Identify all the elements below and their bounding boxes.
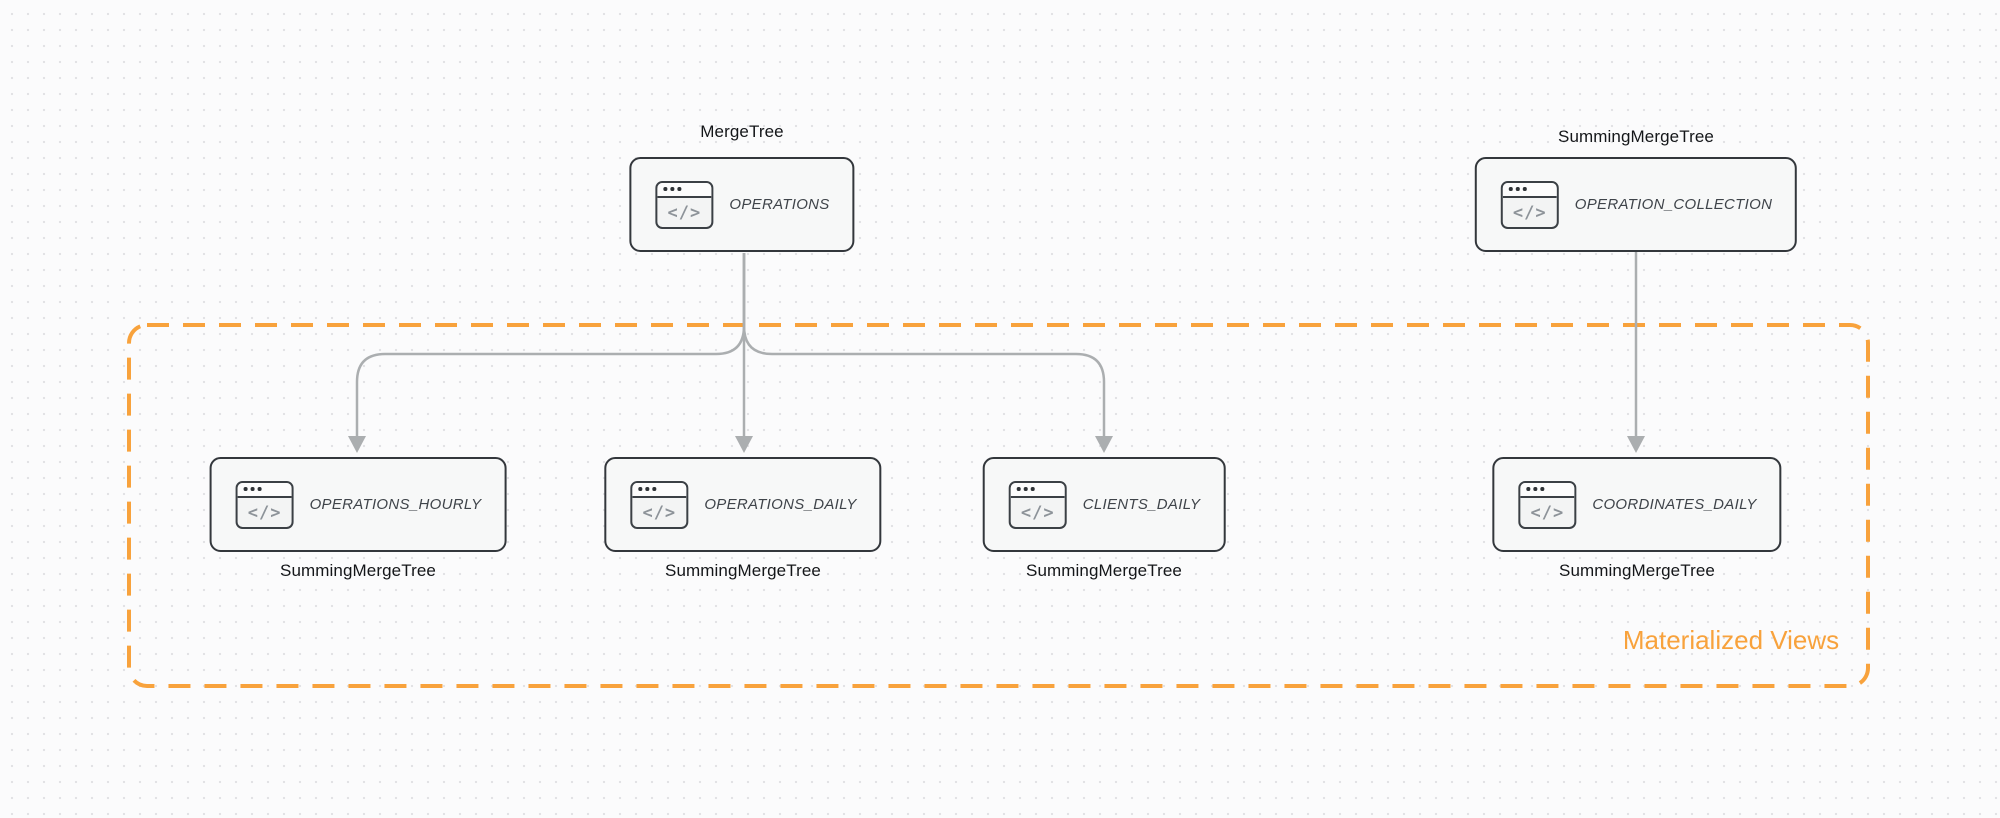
window-dot (670, 187, 674, 191)
window-dot (645, 487, 649, 491)
code-window-icon: </> (630, 480, 689, 529)
engine-label-coordinates-daily: SummingMergeTree (1559, 561, 1715, 580)
code-window-icon: </> (235, 480, 294, 529)
node-clients-daily[interactable]: </> CLIENTS_DAILY (982, 457, 1226, 552)
materialized-views-caption: Materialized Views (1622, 625, 1840, 655)
code-glyph: </> (1020, 503, 1055, 523)
window-dot (1016, 487, 1021, 491)
engine-label-clients-daily: SummingMergeTree (1026, 561, 1182, 580)
window-dot (1526, 487, 1530, 491)
code-window-icon: </> (1500, 180, 1559, 229)
window-dot (1030, 487, 1035, 491)
code-window-icon: </> (1008, 480, 1067, 529)
code-glyph: </> (642, 503, 677, 523)
window-dot (1522, 187, 1527, 191)
window-dot (1508, 187, 1513, 191)
window-dot (1515, 187, 1520, 191)
code-glyph: </> (667, 203, 702, 223)
engine-label-operations-daily: SummingMergeTree (665, 561, 821, 580)
node-operation-collection[interactable]: </> OPERATION_COLLECTION (1474, 157, 1798, 252)
window-bar (1010, 482, 1065, 498)
node-operations-hourly[interactable]: </> OPERATIONS_HOURLY (209, 457, 507, 552)
window-bar (657, 182, 712, 198)
window-bar (1520, 482, 1575, 498)
code-window-icon: </> (1518, 480, 1577, 529)
window-dot (1533, 487, 1537, 491)
window-dot (1540, 487, 1544, 491)
window-dot (1023, 487, 1028, 491)
arrow-operations-to-operations-hourly (355, 253, 746, 437)
window-bar (237, 482, 292, 498)
node-title: COORDINATES_DAILY (1592, 496, 1757, 513)
window-dot (652, 487, 656, 491)
engine-label-operation-collection: SummingMergeTree (1558, 127, 1714, 146)
window-bar (632, 482, 687, 498)
window-dot (677, 187, 681, 191)
window-bar (1502, 182, 1557, 198)
arrowhead-operations-hourly (348, 436, 366, 453)
code-glyph: </> (1512, 203, 1547, 223)
node-operations-daily[interactable]: </> OPERATIONS_DAILY (604, 457, 882, 552)
engine-label-operations: MergeTree (700, 122, 784, 141)
window-dot (243, 487, 248, 491)
code-glyph: </> (247, 503, 282, 523)
window-dot (663, 187, 667, 191)
node-title: OPERATION_COLLECTION (1574, 196, 1773, 213)
arrowhead-coordinates-daily (1627, 436, 1645, 453)
arrowhead-clients-daily (1095, 436, 1113, 453)
node-title: OPERATIONS (729, 196, 830, 213)
code-window-icon: </> (655, 180, 714, 229)
window-dot (250, 487, 255, 491)
code-glyph: </> (1530, 503, 1565, 523)
arrowhead-operations-daily (735, 436, 753, 453)
materialized-views-group-boundary (127, 323, 1870, 688)
node-title: OPERATIONS_DAILY (704, 496, 857, 513)
node-coordinates-daily[interactable]: </> COORDINATES_DAILY (1492, 457, 1782, 552)
node-title: CLIENTS_DAILY (1082, 496, 1201, 513)
arrow-operations-to-clients-daily (742, 253, 1106, 437)
node-operations[interactable]: </> OPERATIONS (629, 157, 855, 252)
window-dot (638, 487, 642, 491)
window-dot (257, 487, 262, 491)
engine-label-operations-hourly: SummingMergeTree (280, 561, 436, 580)
node-title: OPERATIONS_HOURLY (309, 496, 482, 513)
